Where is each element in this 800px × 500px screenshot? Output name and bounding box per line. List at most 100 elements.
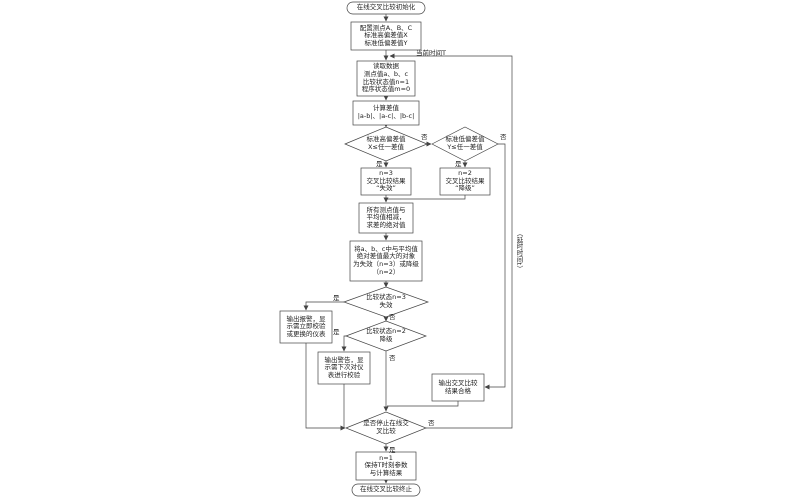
edge-label-current-time: 当前时间T [416, 49, 446, 57]
node-shapes [279, 1, 499, 497]
text-line: “失效” [376, 184, 396, 193]
node-subtract-average: 所有测点值与平均值相减，求差的绝对值 [359, 203, 413, 233]
text-line: 示需下次对仪 [324, 363, 364, 372]
text-line: 绝对差值最大的对象 [356, 252, 416, 261]
edge-label-yes: 是 [389, 446, 396, 454]
text-line: 为失效（n=3）或降级 [353, 260, 419, 268]
edge-label-yes: 是 [455, 160, 462, 168]
node-alarm-output: 输出报警，显示需立即校验或更换的仪表 [280, 311, 332, 343]
edge-dn3-alarm-yes [303, 301, 344, 311]
text-line: 程序状态值m=0 [361, 85, 411, 94]
text-line: 失效 [379, 301, 393, 309]
text-line: 交叉比较结果 [445, 176, 485, 185]
shape-avg-box [358, 202, 414, 234]
edge-label-no: 否 [428, 419, 435, 427]
text-line: 计算差值 [373, 104, 399, 113]
shape-dstop-diamond [345, 411, 427, 445]
shape-dhigh-diamond [344, 126, 428, 162]
text-line: 所有测点值与 [366, 205, 406, 214]
text-line: 输出交叉比较 [438, 378, 478, 387]
text-line: （n=2） [372, 267, 400, 276]
shape-start-terminator [346, 1, 426, 15]
text-line: 在线交叉比较终止 [360, 485, 412, 494]
shape-keep-box [355, 451, 417, 481]
decision-stop: 是否停止在线交叉比较 [346, 412, 426, 444]
shape-calc-box [352, 100, 420, 126]
text-line: 保持T时刻参数 [364, 461, 408, 470]
text-line: 是否停止在线交 [363, 419, 409, 428]
edge-ok-merge [387, 401, 459, 407]
connector-lines [303, 14, 513, 484]
text-line: 与计算结果 [369, 468, 403, 477]
shape-dn2-diamond [345, 320, 427, 352]
text-line: |a-b|、|a-c|、|b-c| [357, 112, 415, 120]
text-line: 在线交叉比较初始化 [356, 3, 416, 12]
shape-dn3-diamond [342, 286, 430, 318]
text-line: 配置测点A、B、C [359, 23, 413, 32]
shape-alarm-box [279, 310, 333, 344]
shape-config-box [350, 21, 422, 51]
text-line: 比较状态值n=1 [362, 77, 410, 86]
text-line: 输出警告，显 [324, 355, 364, 364]
text-line: 表进行校验 [327, 370, 361, 379]
shape-n3-box [360, 167, 412, 196]
text-line: 降级 [379, 335, 393, 343]
text-line: 输出报警，显 [286, 314, 326, 323]
shape-read-box [356, 60, 416, 97]
text-line: X≤任一差值 [368, 143, 404, 151]
edge-label-delay: （延时时间t） [515, 230, 523, 272]
text-line: 标准低偏差值 [445, 135, 485, 144]
text-line: 示需立即校验 [286, 322, 326, 331]
edge-label-yes: 是 [333, 328, 340, 336]
text-line: 平均值相减， [366, 213, 406, 222]
node-warning-output: 输出警告，显示需下次对仪表进行校验 [318, 352, 370, 384]
node-qualified-output: 输出交叉比较结果合格 [432, 374, 484, 401]
edge-label-yes: 是 [333, 294, 340, 302]
text-line: n=1 [379, 453, 393, 462]
edge-alarm-dstop [305, 343, 346, 431]
edge-label-yes: 是 [376, 160, 383, 168]
shape-end-terminator [351, 483, 421, 497]
text-line: 标准低偏差值Y [364, 38, 408, 47]
edge-n2-merge [387, 195, 466, 200]
text-line: 标准高偏差值X [364, 31, 408, 40]
text-line: 交叉比较结果 [366, 176, 406, 185]
text-line: Y≤任一差值 [447, 143, 483, 151]
text-line: 比较状态n=2 [366, 327, 406, 336]
shape-dlow-diamond [431, 126, 499, 162]
shape-ok-box [431, 373, 485, 402]
text-line: 结果合格 [445, 386, 471, 395]
text-line: 测点值a、b、c [363, 69, 409, 78]
edge-dlow-ok-no [484, 143, 506, 390]
text-line: n=2 [458, 169, 472, 178]
text-line: 求差的绝对值 [366, 220, 406, 229]
edge-dstop-loop-no [389, 53, 513, 429]
text-line: “降级” [455, 184, 475, 193]
edge-label-no: 否 [500, 133, 507, 141]
node-calc-diff: 计算差值|a-b|、|a-c|、|b-c| [353, 101, 419, 125]
shape-mark-box [349, 240, 423, 282]
node-mark-object: 将a、b、c中与平均值绝对差值最大的对象为失效（n=3）或降级（n=2） [350, 241, 422, 281]
text-line: 标准高偏差值 [366, 135, 406, 144]
text-line: 比较状态n=3 [366, 293, 406, 302]
text-line: 叉比较 [376, 427, 396, 435]
shape-n2-box [439, 167, 491, 196]
text-line: 读取数据 [373, 62, 399, 71]
text-line: n=3 [379, 169, 393, 178]
edge-label-no: 否 [421, 133, 428, 141]
node-end: 在线交叉比较终止 [352, 484, 420, 496]
edge-label-no: 否 [389, 313, 396, 321]
text-line: 将a、b、c中与平均值 [354, 244, 418, 253]
node-start: 在线交叉比较初始化 [347, 2, 425, 14]
text-line: 或更换的仪表 [286, 329, 326, 338]
edge-label-no: 否 [389, 354, 396, 362]
